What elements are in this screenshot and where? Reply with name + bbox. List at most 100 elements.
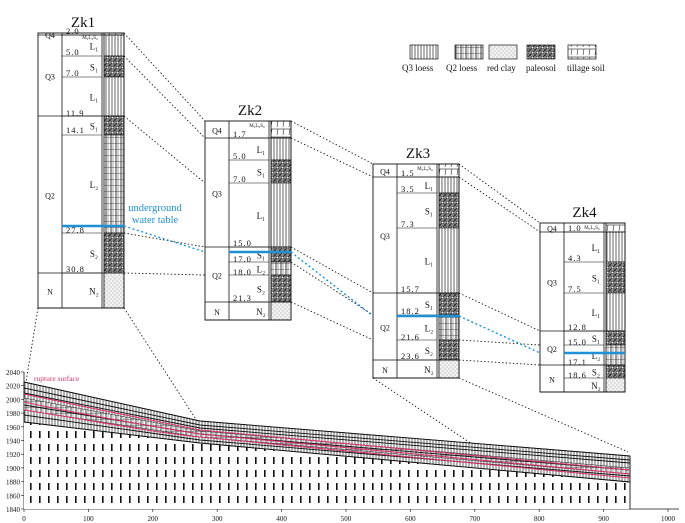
lithology-cell xyxy=(438,176,460,194)
depth-value: 4.3 xyxy=(568,253,582,263)
depth-value: 1.7 xyxy=(233,129,247,139)
layer-code: L₁ xyxy=(90,93,99,103)
rupture-surface-line xyxy=(23,401,631,475)
lithology-cell xyxy=(270,246,292,263)
borehole-zk2: Zk2Q4Q3Q2N1.75.07.015.017.018.021.3M₀L₀S… xyxy=(204,103,292,321)
layer-code: S₁ xyxy=(592,274,600,284)
layer-code: L₂ xyxy=(592,351,601,361)
stratigraphic-unit-label: Q2 xyxy=(212,272,222,281)
depth-value: 18.6 xyxy=(568,370,587,380)
depth-value: 7.0 xyxy=(66,68,80,78)
stratigraphic-unit-label: Q4 xyxy=(380,168,390,177)
depth-value: 11.9 xyxy=(66,108,85,118)
lithology-cell xyxy=(103,76,125,117)
lithology-cell xyxy=(103,272,125,309)
correlation-line xyxy=(123,232,206,248)
borehole-title: Zk1 xyxy=(71,15,95,31)
x-tick-label: 300 xyxy=(212,515,223,523)
correlation-line xyxy=(458,359,541,366)
y-tick-label: 2000 xyxy=(6,396,21,404)
surface-code-label: M₀L₀S₀ xyxy=(82,36,98,41)
lithology-cell xyxy=(605,261,626,294)
lithology-cell xyxy=(103,232,125,274)
depth-value: 15.0 xyxy=(233,238,252,248)
depth-value: 15.0 xyxy=(568,337,587,347)
borehole-title: Zk3 xyxy=(406,146,430,162)
lithology-cell xyxy=(605,377,626,393)
lithology-cell xyxy=(605,344,626,366)
lithology-cell xyxy=(270,301,292,321)
lithology-cell xyxy=(103,55,125,78)
x-tick-label: 500 xyxy=(341,515,352,523)
stratigraphic-unit-label: Q4 xyxy=(45,31,55,40)
correlation-line xyxy=(290,137,374,178)
lithology-cell xyxy=(103,34,125,57)
stratigraphic-unit-label: Q2 xyxy=(547,345,557,354)
x-tick-label: 700 xyxy=(470,515,481,523)
layer-code: S₁ xyxy=(90,122,98,132)
depth-value: 27.8 xyxy=(66,225,85,235)
depth-value: 14.1 xyxy=(66,125,85,135)
layer-code: S₁ xyxy=(90,63,98,73)
water-table-correlation xyxy=(290,251,374,317)
x-tick-label: 900 xyxy=(598,515,609,523)
layer-code: S₁ xyxy=(257,251,265,261)
layer-code: L₂ xyxy=(257,265,266,275)
water-table-label: underground xyxy=(128,203,182,214)
y-tick-label: 1900 xyxy=(6,465,21,473)
depth-value: 15.7 xyxy=(401,284,420,294)
legend-label: red clay xyxy=(487,63,516,73)
layer-code: S₁ xyxy=(425,207,433,217)
correlation-line xyxy=(123,32,206,122)
stratigraphic-unit-label: N xyxy=(47,288,53,297)
stratum-boundary xyxy=(23,392,631,464)
stratigraphic-unit-label: Q2 xyxy=(45,192,55,201)
layer-code: L₂ xyxy=(90,180,99,190)
stratigraphic-unit-label: N xyxy=(549,376,555,385)
lithology-cell xyxy=(270,261,292,276)
correlation-line xyxy=(458,292,541,332)
lithology-cell xyxy=(270,120,292,139)
q2-loess-swatch xyxy=(454,44,484,60)
depth-value: 7.5 xyxy=(568,284,582,294)
correlation-line xyxy=(290,120,374,165)
x-tick-label: 400 xyxy=(276,515,287,523)
correlation-line xyxy=(123,272,206,276)
surface-code-label: M₀L₀S₀ xyxy=(249,124,265,129)
correlation-line xyxy=(123,55,206,139)
depth-value: 18.0 xyxy=(233,267,252,277)
stratigraphic-unit-label: Q3 xyxy=(45,73,55,82)
layer-code: L₁ xyxy=(592,308,601,318)
y-tick-label: 1940 xyxy=(6,438,21,446)
x-tick-label: 800 xyxy=(534,515,545,523)
y-tick-label: 2040 xyxy=(6,369,21,377)
layer-code: S₂ xyxy=(90,249,98,259)
legend-label: Q3 loess xyxy=(402,63,434,73)
borehole-title: Zk2 xyxy=(238,103,262,119)
borehole-zk4: Zk4Q4Q3Q2N1.04.37.512.815.017.118.6M₀L₀S… xyxy=(539,205,626,393)
legend-label: paleosol xyxy=(526,63,556,73)
water-table-label: water table xyxy=(132,215,179,226)
lithology-cell xyxy=(438,192,460,229)
lithology-cell xyxy=(270,274,292,303)
paleosol-swatch xyxy=(526,44,556,60)
stratigraphic-unit-label: Q3 xyxy=(547,279,557,288)
layer-code: N₂ xyxy=(591,381,601,391)
layer-code: N₂ xyxy=(424,365,434,375)
depth-value: 5.0 xyxy=(233,151,247,161)
lithology-cell xyxy=(605,330,626,346)
rupture-surface-line xyxy=(23,393,631,471)
depth-value: 23.6 xyxy=(401,351,420,361)
red-clay-swatch xyxy=(488,44,518,60)
depth-value: 5.0 xyxy=(66,47,80,57)
stratigraphic-unit-label: Q3 xyxy=(212,190,222,199)
depth-value: 3.5 xyxy=(401,184,415,194)
rupture-surface-label: rupture surface xyxy=(34,374,80,383)
borehole-zk1: Zk1Q4Q3Q2N2.05.07.011.914.127.830.8M₀L₀S… xyxy=(37,15,125,309)
lithology-cell xyxy=(270,159,292,184)
lithology-cell xyxy=(605,364,626,379)
lithology-cell xyxy=(438,227,460,294)
correlation-line xyxy=(372,377,476,447)
